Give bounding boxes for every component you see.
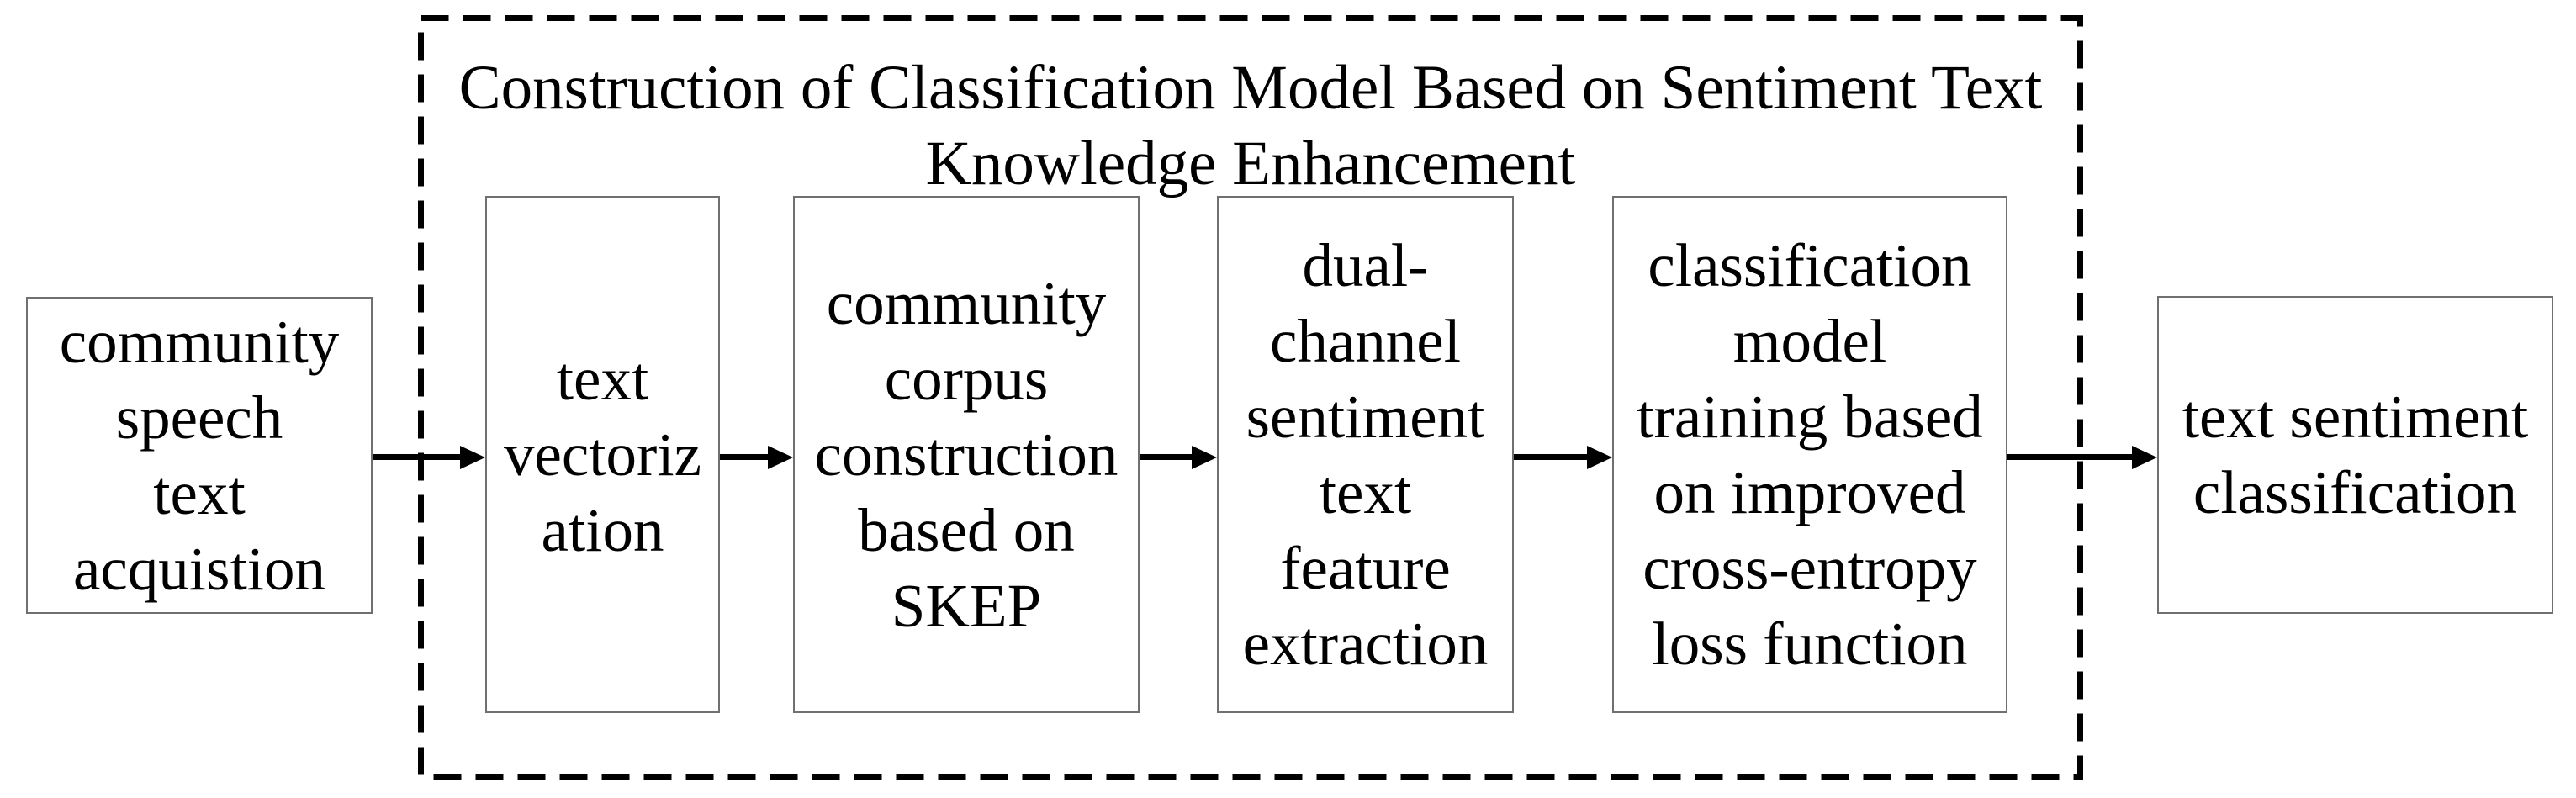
text-line: sentiment <box>1246 382 1485 451</box>
text-line: community <box>59 307 340 376</box>
text-line: based on <box>858 495 1075 564</box>
figure-title: Construction of Classification Model Bas… <box>418 50 2083 202</box>
arrowhead-icon <box>2132 446 2157 469</box>
arrowhead-icon <box>1587 446 1612 469</box>
text-line: text <box>153 458 246 527</box>
text-line: corpus <box>884 344 1049 413</box>
text-line: text <box>556 344 649 413</box>
text-line: acquistion <box>72 534 326 603</box>
text-line: text <box>1319 457 1412 526</box>
text-line: speech <box>115 383 283 452</box>
text-line: vectoriz <box>503 420 702 489</box>
text-line: classification <box>2193 458 2518 526</box>
arrowhead-icon <box>1192 446 1217 469</box>
flow-arrow-corpus-to-feature-extraction <box>1140 446 1217 469</box>
arrowhead-icon <box>768 446 793 469</box>
text-line: text sentiment <box>2182 383 2529 451</box>
text-line: construction <box>814 420 1119 489</box>
text-line: ation <box>541 495 664 564</box>
text-line: training based <box>1637 382 1983 451</box>
flow-arrow-training-to-classification <box>2007 446 2157 469</box>
flow-arrow-vectorization-to-corpus <box>720 446 793 469</box>
text-line: loss function <box>1652 609 1968 678</box>
text-line: cross-entropy <box>1642 533 1977 602</box>
text-line: extraction <box>1242 609 1489 678</box>
text-line: SKEP <box>891 571 1042 640</box>
flow-arrow-feature-extraction-to-training <box>1514 446 1612 469</box>
text-line: community <box>826 268 1107 337</box>
text-line: dual- <box>1302 230 1429 299</box>
text-line: feature <box>1280 533 1451 602</box>
text-line: model <box>1732 306 1887 375</box>
text-line: classification <box>1648 230 1972 299</box>
arrowhead-icon <box>460 446 485 469</box>
text-line: channel <box>1270 306 1461 375</box>
flow-arrow-acquisition-to-vectorization <box>373 446 485 469</box>
text-line: Knowledge Enhancement <box>925 129 1576 198</box>
node-text-sentiment-classification: text sentiment classification <box>2157 296 2553 614</box>
text-line: on improved <box>1653 457 1966 526</box>
knowledge-enhancement-boundary-dashed-box <box>418 15 2083 780</box>
text-line: Construction of Classification Model Bas… <box>458 53 2043 123</box>
